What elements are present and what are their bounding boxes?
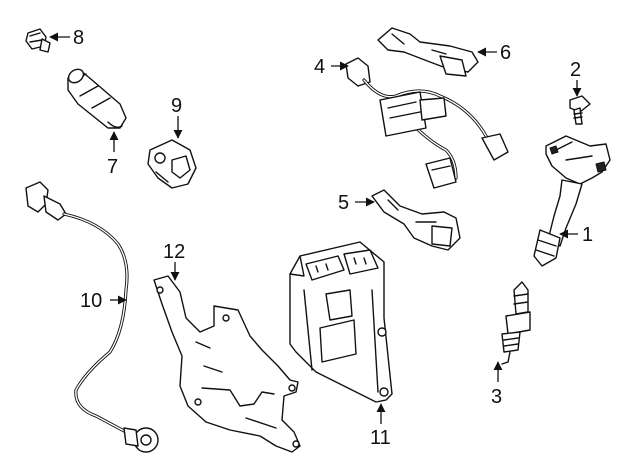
callout-4: 4 — [314, 56, 325, 78]
clip-bracket-part-5 — [371, 189, 461, 251]
callout-1: 1 — [582, 224, 593, 246]
bolt-part-2 — [569, 95, 591, 125]
callout-6: 6 — [500, 42, 511, 64]
callout-12: 12 — [163, 241, 185, 263]
callout-9: 9 — [171, 95, 182, 117]
callout-labels: 1 2 3 4 5 6 7 8 9 10 11 12 — [73, 27, 593, 449]
callout-11: 11 — [370, 427, 391, 449]
sensor-part-9 — [147, 139, 197, 189]
callout-8: 8 — [73, 27, 84, 49]
callout-7: 7 — [107, 156, 118, 178]
callout-3: 3 — [491, 386, 502, 408]
callout-10: 10 — [80, 290, 102, 312]
callout-5: 5 — [338, 192, 349, 214]
ignition-coil-part-1 — [533, 135, 611, 267]
sensor-part-7 — [67, 68, 127, 129]
wiring-harness-part-4 — [345, 57, 509, 189]
clip-bracket-part-6 — [377, 27, 479, 77]
knock-sensor-part-10 — [25, 181, 159, 453]
spark-plug-part-3 — [501, 281, 531, 365]
callout-leaders — [49, 32, 582, 424]
bracket-part-12 — [153, 275, 301, 453]
callout-2: 2 — [570, 59, 581, 81]
ecu-module-part-11 — [289, 241, 393, 403]
bolt-part-8 — [25, 28, 51, 53]
